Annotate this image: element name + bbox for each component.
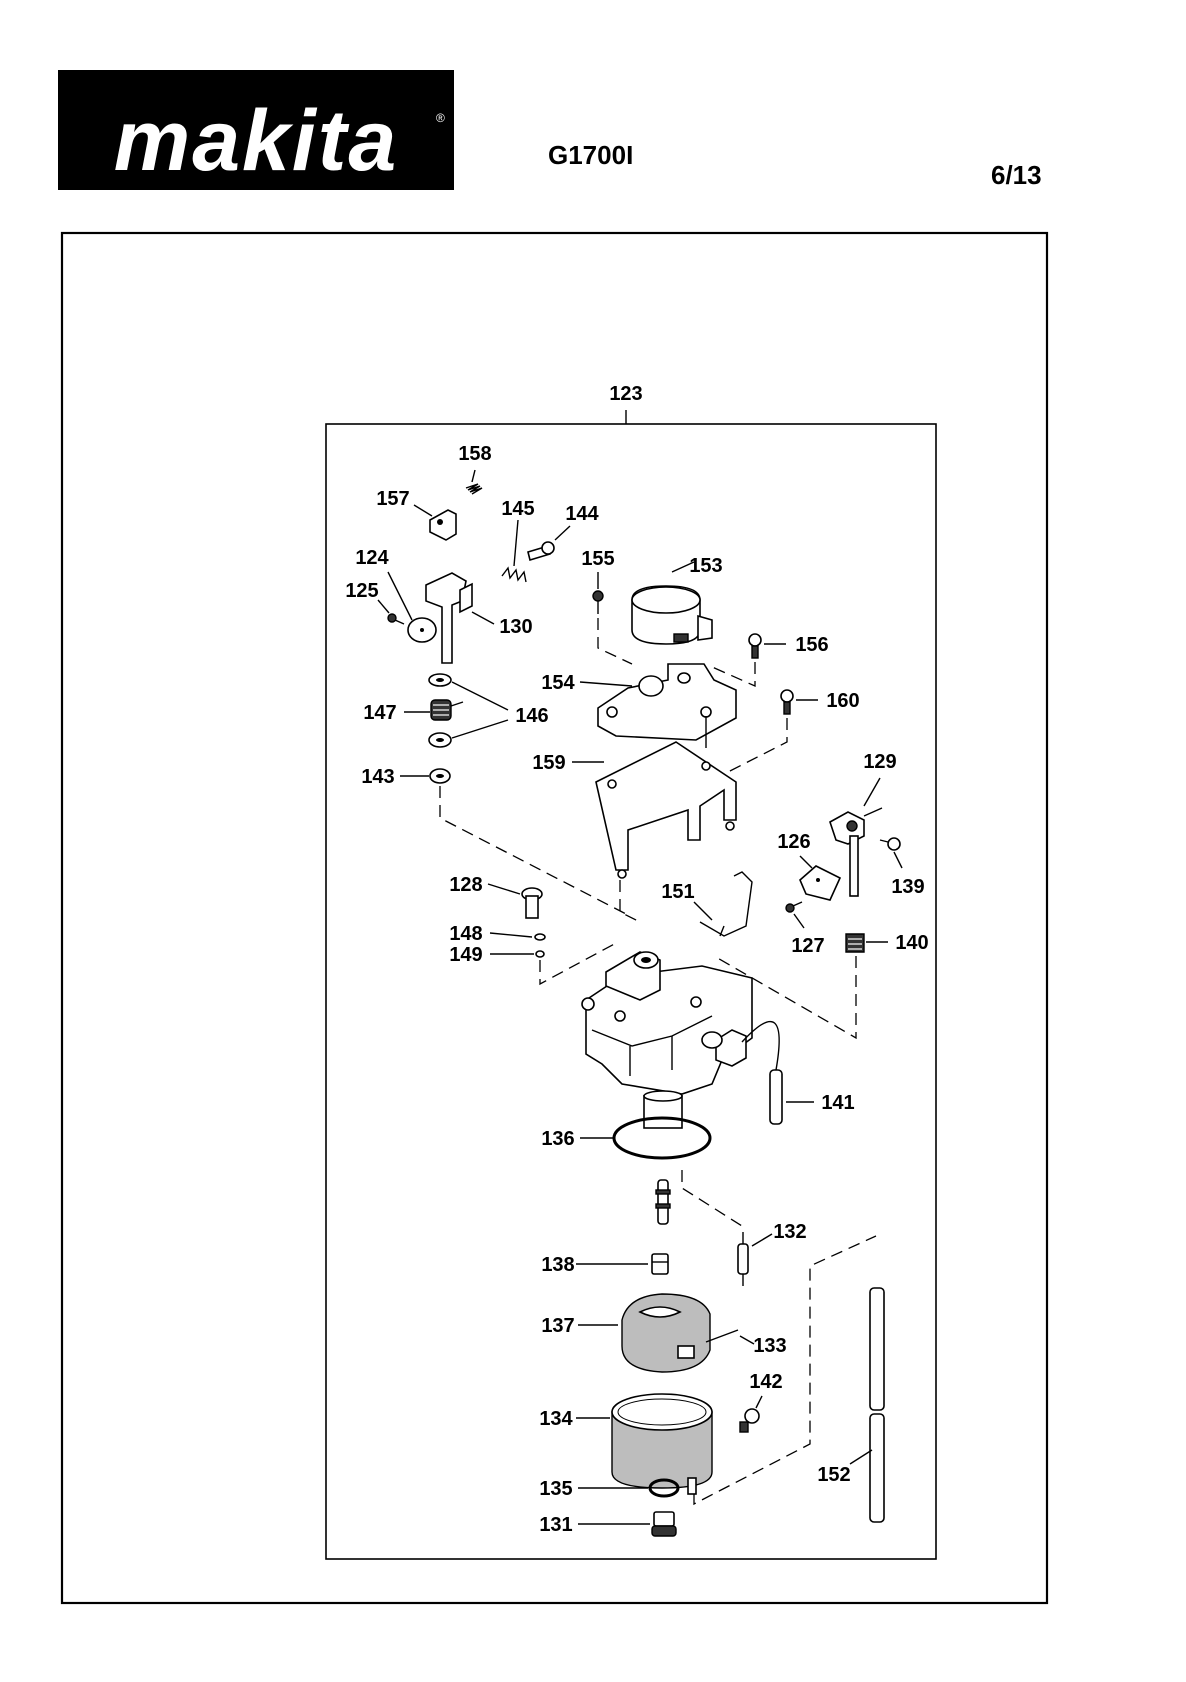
callout-156: 156 bbox=[795, 634, 828, 656]
callout-137: 137 bbox=[541, 1315, 574, 1337]
carburetor-body bbox=[581, 951, 753, 1129]
float-needle-132 bbox=[737, 1232, 749, 1286]
washer-146a bbox=[428, 673, 452, 687]
spring-158 bbox=[465, 483, 483, 495]
callout-154: 154 bbox=[541, 672, 575, 694]
mounting-bracket-159 bbox=[595, 741, 737, 879]
washer-143 bbox=[429, 768, 451, 784]
callout-152: 152 bbox=[817, 1464, 850, 1486]
callout-144: 144 bbox=[565, 503, 599, 525]
screw-160 bbox=[780, 689, 794, 715]
makita-logo: makita ® bbox=[58, 70, 454, 190]
callout-136: 136 bbox=[541, 1128, 574, 1150]
throttle-plate-126 bbox=[799, 865, 842, 901]
callout-140: 140 bbox=[895, 932, 928, 954]
callout-141: 141 bbox=[821, 1092, 854, 1114]
page-number: 6/13 bbox=[991, 160, 1042, 190]
main-nozzle bbox=[655, 1179, 671, 1225]
outer-frame bbox=[60, 231, 1049, 1605]
callout-125: 125 bbox=[345, 580, 378, 602]
drain-gasket-135 bbox=[648, 1478, 680, 1498]
callout-147: 147 bbox=[363, 702, 396, 724]
screw-127 bbox=[785, 901, 803, 913]
callout-132: 132 bbox=[773, 1221, 806, 1243]
float-bowl-gasket-136 bbox=[612, 1116, 712, 1160]
callout-126: 126 bbox=[777, 831, 810, 853]
callout-151: 151 bbox=[661, 881, 694, 903]
screw-144 bbox=[527, 541, 555, 562]
callout-127: 127 bbox=[791, 935, 824, 957]
callout-135: 135 bbox=[539, 1478, 572, 1500]
throttle-lever-129 bbox=[829, 807, 883, 897]
tube-152 bbox=[869, 1287, 885, 1523]
callout-131: 131 bbox=[539, 1514, 572, 1536]
model-number: G1700I bbox=[548, 140, 634, 170]
callout-142: 142 bbox=[749, 1371, 782, 1393]
spring-140 bbox=[845, 933, 865, 953]
screw-139 bbox=[879, 837, 901, 851]
link-rod-151 bbox=[699, 871, 753, 937]
screw-156 bbox=[748, 633, 762, 659]
screw-128 bbox=[521, 887, 543, 919]
choke-shaft-124 bbox=[407, 572, 467, 664]
callout-138: 138 bbox=[541, 1254, 574, 1276]
spring-145 bbox=[501, 566, 527, 583]
drain-screw-131 bbox=[651, 1511, 677, 1537]
callout-159: 159 bbox=[532, 752, 565, 774]
callout-133: 133 bbox=[753, 1335, 786, 1357]
spring-147 bbox=[430, 699, 464, 721]
svg-text:®: ® bbox=[436, 111, 445, 125]
float-bowl-134 bbox=[611, 1393, 713, 1495]
callout-130: 130 bbox=[499, 616, 532, 638]
callout-158: 158 bbox=[458, 443, 491, 465]
solenoid-153 bbox=[631, 585, 713, 645]
main-jet-138 bbox=[651, 1253, 669, 1275]
screw-155 bbox=[592, 590, 604, 614]
bracket-130 bbox=[459, 582, 473, 614]
solenoid-plate-154 bbox=[597, 663, 737, 741]
fuel-tube-141 bbox=[741, 1020, 783, 1125]
callout-128: 128 bbox=[449, 874, 482, 896]
callout-146: 146 bbox=[515, 705, 548, 727]
float-137 bbox=[621, 1293, 711, 1373]
float-pin-133 bbox=[705, 1329, 739, 1343]
choke-lever-157 bbox=[429, 509, 457, 541]
callout-139: 139 bbox=[891, 876, 924, 898]
screw-142 bbox=[739, 1408, 760, 1433]
callout-149: 149 bbox=[449, 944, 482, 966]
callout-129: 129 bbox=[863, 751, 896, 773]
callout-160: 160 bbox=[826, 690, 859, 712]
o-ring-149 bbox=[535, 950, 545, 958]
callout-123: 123 bbox=[609, 383, 642, 405]
callout-124: 124 bbox=[355, 547, 389, 569]
screw-125 bbox=[387, 613, 405, 625]
callout-157: 157 bbox=[376, 488, 409, 510]
callout-145: 145 bbox=[501, 498, 534, 520]
o-ring-148 bbox=[534, 933, 546, 941]
brand-logo-text: makita bbox=[114, 93, 399, 189]
callout-155: 155 bbox=[581, 548, 614, 570]
callout-153: 153 bbox=[689, 555, 722, 577]
assembly-frame bbox=[325, 423, 937, 1560]
callout-148: 148 bbox=[449, 923, 482, 945]
washer-146b bbox=[428, 732, 452, 748]
callout-134: 134 bbox=[539, 1408, 573, 1430]
callout-143: 143 bbox=[361, 766, 394, 788]
